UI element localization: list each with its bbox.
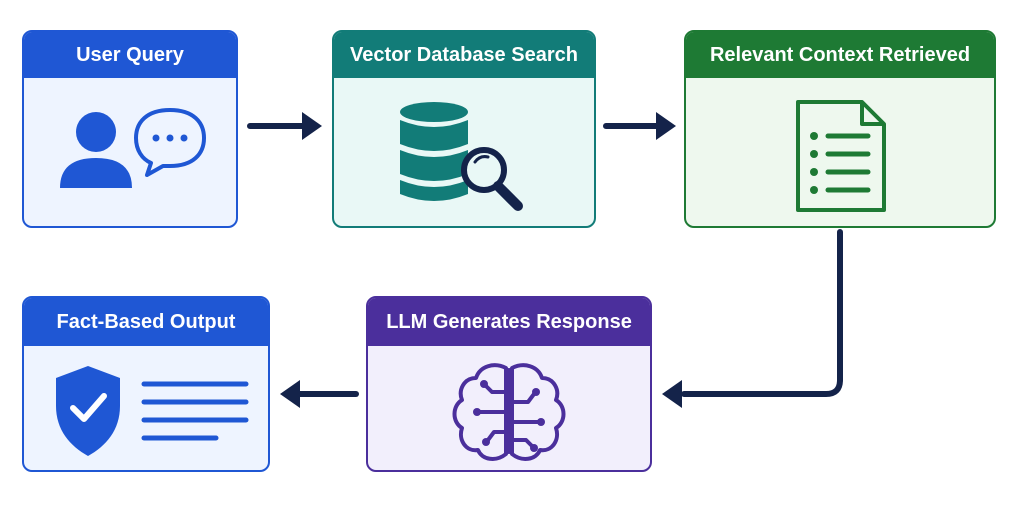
step-title: Fact-Based Output — [24, 298, 268, 346]
step-relevant-context-retrieved: Relevant Context Retrieved — [684, 30, 996, 228]
step-title: Vector Database Search — [334, 32, 594, 78]
brain-circuit-icon — [452, 363, 566, 461]
arrowhead-llm — [662, 380, 682, 408]
step-title: LLM Generates Response — [368, 298, 650, 346]
database-search-icon — [400, 102, 523, 211]
step-title: Relevant Context Retrieved — [686, 32, 994, 78]
user-chat-icon — [60, 108, 206, 188]
arrow-context-to-llm — [681, 229, 843, 397]
arrowhead-output — [280, 380, 300, 408]
step-user-query: User Query — [22, 30, 238, 228]
arrowhead-context — [656, 112, 676, 140]
shield-check-icon — [56, 366, 249, 456]
step-title: User Query — [24, 32, 236, 78]
arrowhead-search — [302, 112, 322, 140]
step-llm-generates-response: LLM Generates Response — [366, 296, 652, 472]
document-list-icon — [796, 100, 886, 212]
step-fact-based-output: Fact-Based Output — [22, 296, 270, 472]
step-vector-database-search: Vector Database Search — [332, 30, 596, 228]
